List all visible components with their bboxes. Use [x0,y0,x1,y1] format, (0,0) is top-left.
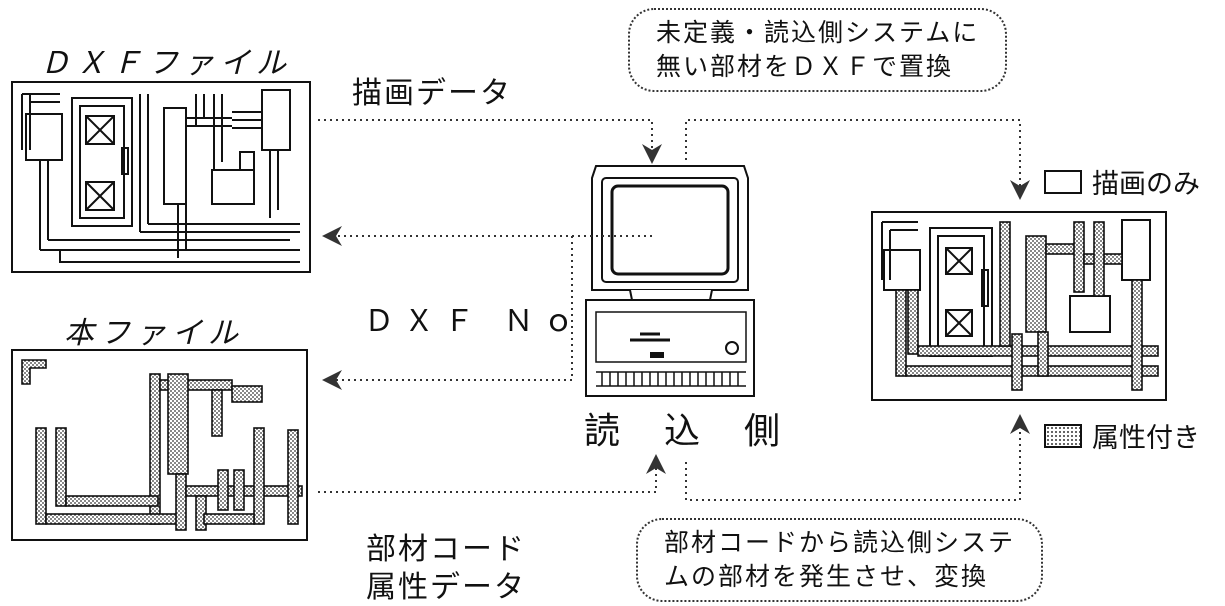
dxf-no-to-main-arrow [322,236,573,390]
dxf-file-title: ＤＸＦファイル [40,46,292,81]
legend-with-attributes-label: 属性付き [1092,423,1200,454]
replace-note: 未定義・読込側システムに 無い部材をＤＸＦで置換 [628,8,1008,92]
convert-note-line1: 部材コードから読込側システ [664,528,1016,557]
replace-note-line2: 無い部材をＤＸＦで置換 [656,52,954,81]
convert-arrow [685,414,1030,501]
drawing-data-label: 描画データ [352,76,512,111]
reader-label: 読 込 側 [584,411,785,452]
computer-icon [585,165,755,397]
main-file-panel [11,349,308,541]
part-code-arrow [318,454,666,493]
replace-arrow [685,119,1030,200]
legend-draw-only-swatch [1044,170,1082,194]
part-code-label: 部材コード [366,532,526,567]
drawing-data-arrow [318,119,662,164]
attribute-data-label: 属性データ [366,570,526,605]
dxf-file-panel [11,81,311,273]
replace-note-line1: 未定義・読込側システムに [656,18,980,47]
legend-draw-only-label: 描画のみ [1092,169,1200,200]
main-file-title: 本ファイル [64,316,244,351]
legend-with-attributes-swatch [1044,424,1082,448]
convert-note-line2: ムの部材を発生させ、変換 [664,562,989,591]
convert-note: 部材コードから読込側システ ムの部材を発生させ、変換 [636,518,1044,602]
flow-arrows [318,119,1030,501]
result-panel [871,211,1167,401]
dxf-no-label: ＤＸＦ Ｎｏ [364,304,584,339]
